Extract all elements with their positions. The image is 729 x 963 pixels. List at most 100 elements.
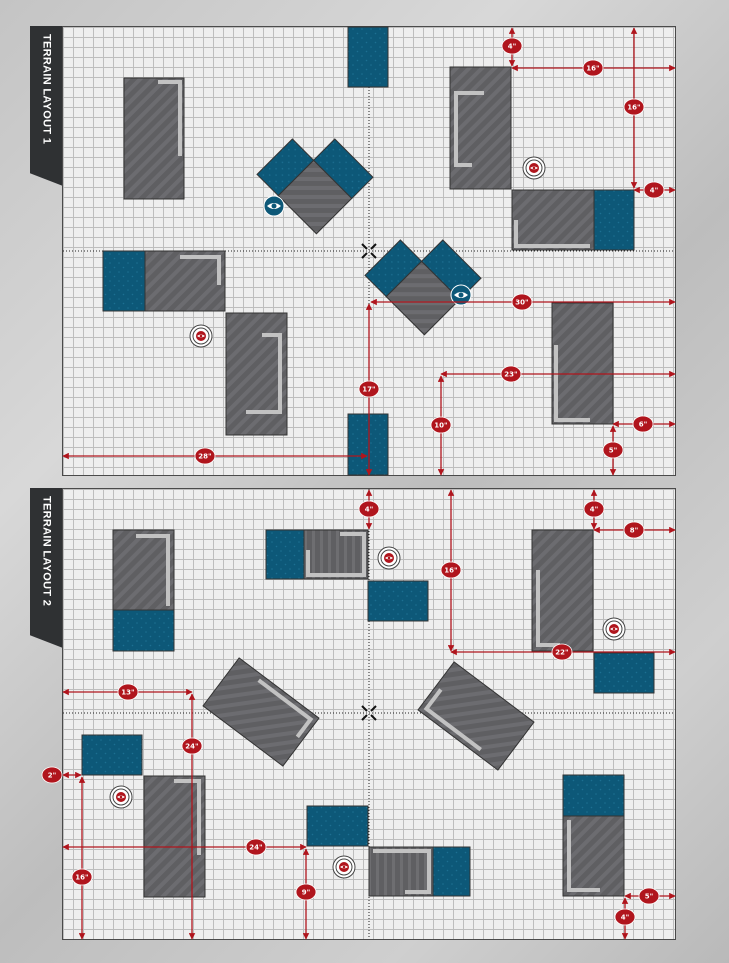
blue-zone — [420, 239, 482, 301]
measurement-value: 16" — [75, 874, 88, 882]
ruin-terrain — [202, 657, 320, 767]
measurement-badge: 8" — [623, 521, 645, 539]
measurement-value: 4" — [365, 506, 374, 514]
eye-icon — [263, 195, 285, 217]
blue-zone — [81, 734, 143, 776]
measurement-badge: 22" — [551, 643, 573, 661]
measurement-badge: 24" — [245, 838, 267, 856]
measurement-value: 17" — [362, 386, 375, 394]
layout-1-terrain — [63, 26, 675, 476]
layout-1-title: TERRAIN LAYOUT 1 — [40, 34, 53, 145]
ruin-wall — [554, 345, 590, 422]
ruin-wall — [423, 688, 482, 752]
layout-2-tab: TERRAIN LAYOUT 2 — [30, 488, 63, 648]
ruin-terrain — [531, 529, 594, 652]
objective-marker-icon — [602, 617, 626, 641]
ruin-terrain — [143, 775, 206, 898]
measurement-value: 24" — [249, 844, 262, 852]
measurement-badge: 24" — [181, 737, 203, 755]
ruin-wall — [180, 255, 221, 285]
measurement-value: 2" — [48, 772, 57, 780]
blue-zone — [364, 239, 423, 298]
ruin-wall — [567, 820, 600, 892]
measurement-badge: 16" — [440, 561, 462, 579]
measurement-badge: 4" — [643, 181, 665, 199]
measurement-value: 24" — [185, 743, 198, 751]
ruin-terrain — [123, 77, 185, 200]
measurement-value: 4" — [590, 506, 599, 514]
ruin-wall — [306, 532, 366, 577]
measurement-badge: 9" — [295, 883, 317, 901]
measurement-badge: 17" — [358, 380, 380, 398]
objective-marker-icon — [189, 324, 213, 348]
ruin-terrain — [449, 66, 512, 190]
ruin-terrain — [562, 815, 625, 897]
measurement-value: 22" — [555, 649, 568, 657]
measurement-value: 23" — [504, 371, 517, 379]
measurement-value: 16" — [444, 567, 457, 575]
ruin-wall — [136, 534, 170, 606]
measurement-value: 6" — [639, 421, 648, 429]
ruin-wall — [373, 849, 431, 894]
blue-zone — [347, 26, 389, 88]
ruin-wall — [174, 779, 201, 855]
measurement-value: 9" — [302, 889, 311, 897]
blue-zone — [256, 138, 315, 197]
measurement-badge: 4" — [501, 37, 523, 55]
blue-zone — [347, 413, 389, 476]
objective-marker-icon — [109, 785, 133, 809]
measurement-value: 30" — [515, 299, 528, 307]
blue-zone — [102, 250, 146, 312]
measurement-badge: 4" — [583, 500, 605, 518]
measurement-value: 28" — [198, 453, 211, 461]
measurement-badge: 23" — [500, 365, 522, 383]
measurement-value: 13" — [121, 689, 134, 697]
measurement-badge: 16" — [582, 59, 604, 77]
measurement-value: 5" — [609, 447, 618, 455]
ruin-terrain — [551, 302, 614, 425]
measurement-value: 4" — [650, 187, 659, 195]
measurement-badge: 2" — [41, 766, 63, 784]
blue-zone — [265, 529, 305, 580]
measurement-badge: 4" — [358, 500, 380, 518]
blue-zone — [312, 138, 374, 200]
measurement-value: 4" — [621, 914, 630, 922]
blue-zone — [367, 580, 429, 622]
layout-1-tab: TERRAIN LAYOUT 1 — [30, 26, 63, 186]
measurement-badge: 13" — [117, 683, 139, 701]
measurement-badge: 16" — [623, 98, 645, 116]
ruin-wall — [158, 80, 182, 156]
ruin-terrain — [144, 250, 226, 312]
measurement-value: 16" — [586, 65, 599, 73]
blue-zone — [432, 846, 471, 897]
measurement-value: 4" — [508, 43, 517, 51]
blue-zone — [593, 652, 655, 694]
measurement-value: 5" — [645, 893, 654, 901]
ruin-wall — [257, 678, 314, 739]
measurement-value: 8" — [630, 527, 639, 535]
measurement-badge: 10" — [430, 416, 452, 434]
ruin-terrain — [368, 846, 434, 897]
ruin-terrain — [511, 189, 595, 251]
objective-marker-icon — [377, 546, 401, 570]
measurement-badge: 30" — [511, 293, 533, 311]
measurement-badge: 16" — [71, 868, 93, 886]
layout-2-title: TERRAIN LAYOUT 2 — [40, 496, 53, 607]
ruin-wall — [536, 570, 560, 647]
measurement-badge: 6" — [632, 415, 654, 433]
measurement-labels: 4" 16" 16" 4" 30" 23" 6" 5" 10" 17" 28" 4" 16" 4" 8" 22… — [41, 37, 665, 926]
ruin-wall — [454, 91, 484, 167]
blue-zone — [306, 805, 369, 847]
layout-2-terrain — [63, 489, 675, 939]
measurement-badge: 5" — [602, 441, 624, 459]
ruin-terrain — [112, 529, 175, 611]
measurement-badge: 5" — [638, 887, 660, 905]
blue-zone — [562, 774, 625, 817]
ruin-terrain — [417, 661, 535, 771]
objective-marker-icon — [332, 855, 356, 879]
blue-zone — [112, 609, 175, 652]
measurement-badge: 4" — [614, 908, 636, 926]
objective-marker-icon — [522, 156, 546, 180]
measurement-value: 16" — [627, 104, 640, 112]
